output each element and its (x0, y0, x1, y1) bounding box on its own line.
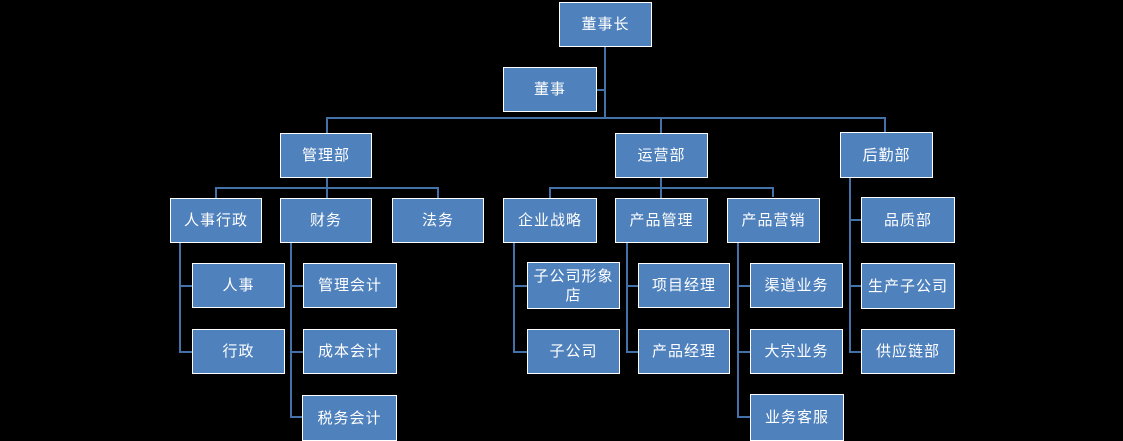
org-node-hr-admin[interactable]: 人事行政 (170, 198, 262, 243)
org-node-supply-chain-dept[interactable]: 供应链部 (861, 329, 955, 374)
connector-line (737, 285, 750, 287)
org-node-cost-accounting[interactable]: 成本会计 (303, 329, 397, 374)
org-node-finance[interactable]: 财务 (280, 198, 372, 243)
connector-line (626, 243, 628, 352)
org-node-operations-dept[interactable]: 运营部 (615, 133, 708, 178)
connector-line (179, 285, 192, 287)
connector-line (849, 178, 851, 352)
org-node-production-subsidiary[interactable]: 生产子公司 (861, 263, 955, 309)
connector-line (737, 243, 739, 418)
connector-line (884, 117, 886, 132)
connector-line (326, 178, 328, 189)
connector-line (326, 187, 328, 198)
connector-line (290, 243, 292, 418)
org-node-admin[interactable]: 行政 (192, 329, 285, 374)
org-node-tax-accounting[interactable]: 税务会计 (302, 395, 397, 441)
connector-line (626, 351, 638, 353)
org-node-product-management[interactable]: 产品管理 (615, 198, 708, 243)
org-node-bulk-business[interactable]: 大宗业务 (750, 329, 843, 374)
connector-line (326, 117, 886, 119)
org-node-business-customer-service[interactable]: 业务客服 (750, 394, 844, 441)
connector-line (660, 187, 662, 198)
connector-line (326, 117, 328, 133)
org-node-corporate-strategy[interactable]: 企业战略 (503, 198, 597, 243)
connector-line (513, 351, 527, 353)
connector-line (290, 285, 303, 287)
connector-line (179, 243, 181, 352)
org-node-channel-business[interactable]: 渠道业务 (750, 263, 843, 308)
connector-line (737, 351, 750, 353)
connector-line (660, 178, 662, 189)
connector-line (597, 89, 606, 91)
org-node-logistics-dept[interactable]: 后勤部 (840, 132, 933, 178)
connector-line (437, 187, 439, 198)
connector-line (513, 243, 515, 352)
connector-line (549, 187, 551, 198)
org-node-management-accounting[interactable]: 管理会计 (303, 263, 397, 308)
connector-line (215, 187, 217, 198)
connector-line (849, 219, 861, 221)
connector-line (179, 351, 192, 353)
connector-line (604, 47, 606, 119)
org-node-product-marketing[interactable]: 产品营销 (727, 198, 820, 243)
org-node-quality-dept[interactable]: 品质部 (861, 197, 955, 243)
connector-line (290, 416, 302, 418)
connector-line (626, 285, 638, 287)
org-node-management-dept[interactable]: 管理部 (280, 133, 372, 178)
org-node-hr[interactable]: 人事 (192, 263, 285, 308)
connector-line (660, 117, 662, 133)
org-node-product-manager[interactable]: 产品经理 (638, 329, 730, 374)
org-node-director[interactable]: 董事 (503, 67, 597, 112)
org-node-subsidiary-image-store[interactable]: 子公司形象店 (527, 262, 620, 309)
connector-line (849, 351, 861, 353)
org-node-project-manager[interactable]: 项目经理 (638, 263, 730, 308)
org-node-legal[interactable]: 法务 (392, 198, 484, 243)
connector-line (772, 187, 774, 197)
org-node-chairman[interactable]: 董事长 (559, 2, 652, 47)
connector-line (737, 416, 750, 418)
connector-line (290, 351, 303, 353)
connector-line (849, 285, 861, 287)
org-node-subsidiary[interactable]: 子公司 (527, 329, 620, 374)
connector-line (513, 285, 527, 287)
